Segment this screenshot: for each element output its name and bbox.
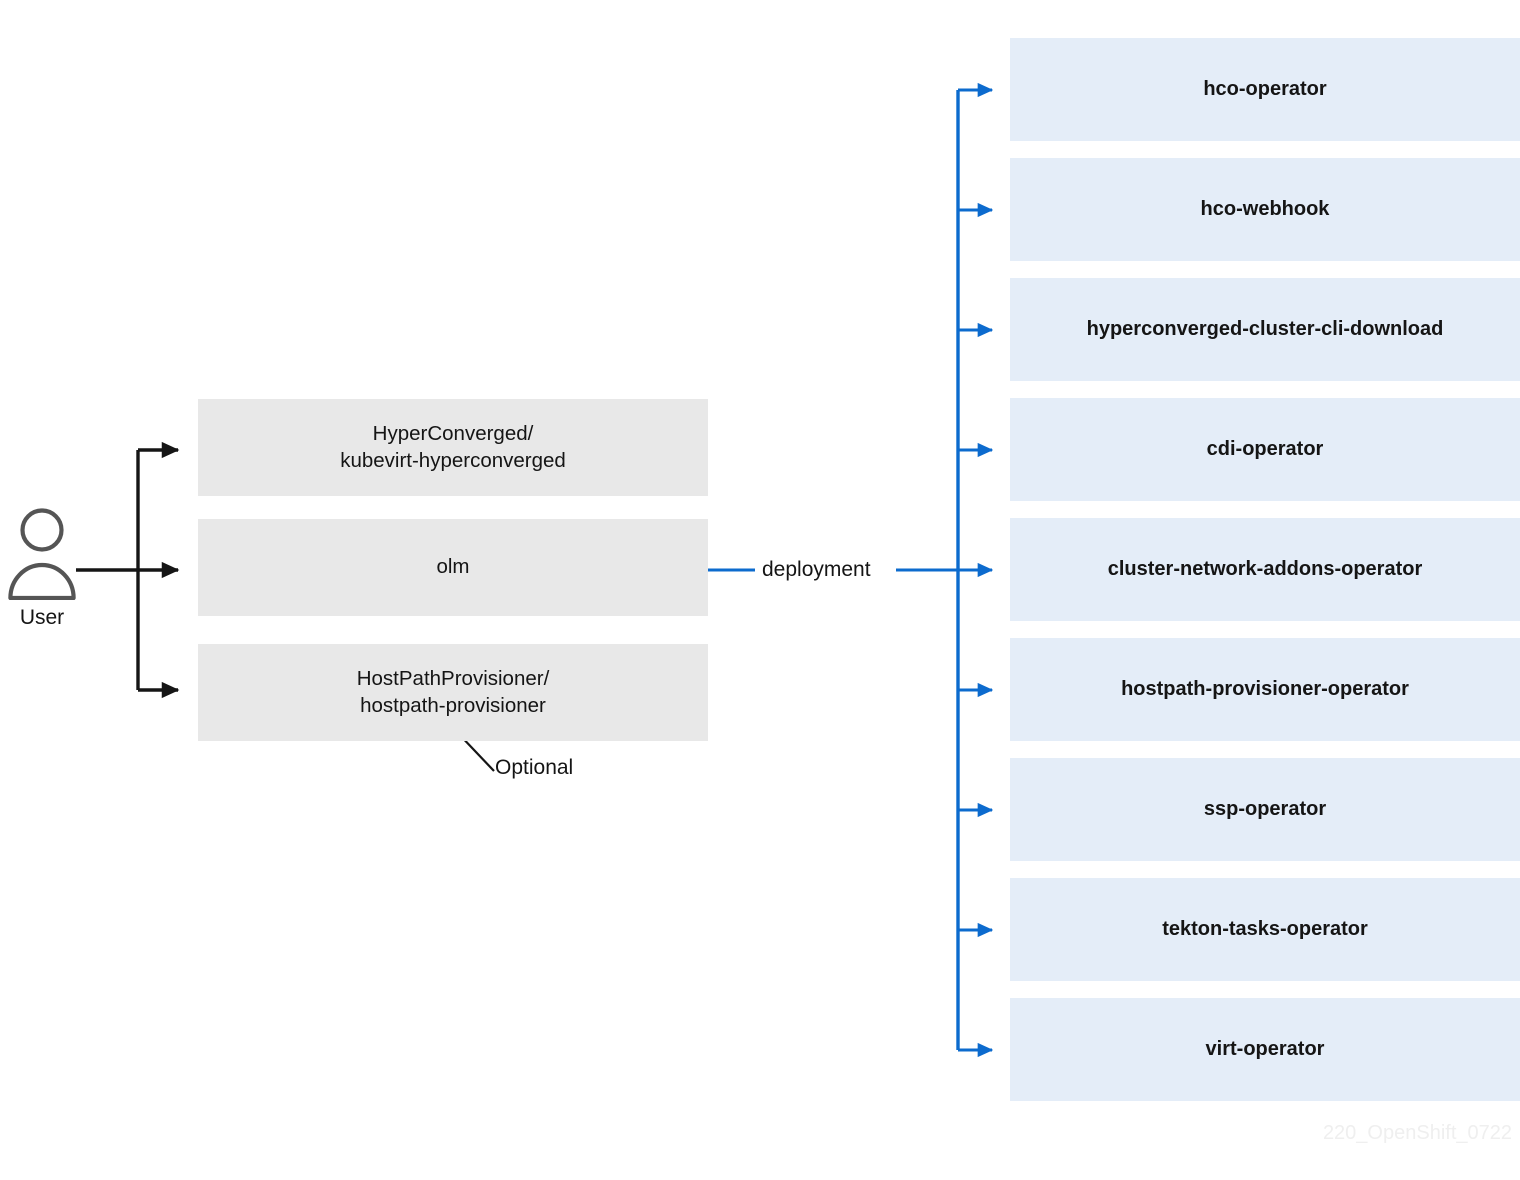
node-ssp-operator[interactable]: ssp-operator: [1010, 758, 1520, 861]
node-hostpathprovisioner[interactable]: HostPathProvisioner/ hostpath-provisione…: [198, 644, 708, 741]
user-to-sources-edges: [76, 441, 180, 699]
node-hyperconverged[interactable]: HyperConverged/ kubevirt-hyperconverged: [198, 399, 708, 496]
user-person-icon: [8, 508, 76, 600]
node-olm-label: olm: [436, 555, 470, 579]
node-olm[interactable]: olm: [198, 519, 708, 616]
deployment-edge-label: deployment: [762, 558, 871, 581]
node-virt-operator[interactable]: virt-operator: [1010, 998, 1520, 1101]
user-label: User: [19, 606, 65, 629]
node-tekton-tasks-operator[interactable]: tekton-tasks-operator: [1010, 878, 1520, 981]
node-cluster-network-addons-operator[interactable]: cluster-network-addons-operator: [1010, 518, 1520, 621]
node-hyperconverged-cluster-cli-download[interactable]: hyperconverged-cluster-cli-download: [1010, 278, 1520, 381]
node-hyperconverged-label: HyperConverged/ kubevirt-hyperconverged: [340, 422, 566, 472]
node-hostpathprovisioner-label: HostPathProvisioner/ hostpath-provisione…: [356, 667, 550, 717]
node-cluster-network-addons-operator-label: cluster-network-addons-operator: [1107, 557, 1423, 580]
node-cdi-operator[interactable]: cdi-operator: [1010, 398, 1520, 501]
node-hco-webhook[interactable]: hco-webhook: [1010, 158, 1520, 261]
node-hostpath-provisioner-operator-label: hostpath-provisioner-operator: [1121, 677, 1409, 700]
node-virt-operator-label: virt-operator: [1205, 1037, 1325, 1060]
node-hco-operator[interactable]: hco-operator: [1010, 38, 1520, 141]
node-hostpath-provisioner-operator[interactable]: hostpath-provisioner-operator: [1010, 638, 1520, 741]
node-ssp-operator-label: ssp-operator: [1203, 797, 1327, 820]
node-tekton-tasks-operator-label: tekton-tasks-operator: [1162, 917, 1368, 940]
node-cdi-operator-label: cdi-operator: [1206, 437, 1324, 460]
node-hco-webhook-label: hco-webhook: [1200, 197, 1330, 220]
optional-annotation-label: Optional: [495, 756, 574, 779]
node-hco-operator-label: hco-operator: [1203, 77, 1327, 100]
node-hyperconverged-cluster-cli-download-label: hyperconverged-cluster-cli-download: [1086, 317, 1444, 340]
deployment-edges: [708, 82, 994, 1058]
watermark: 220_OpenShift_0722: [1322, 1122, 1512, 1144]
